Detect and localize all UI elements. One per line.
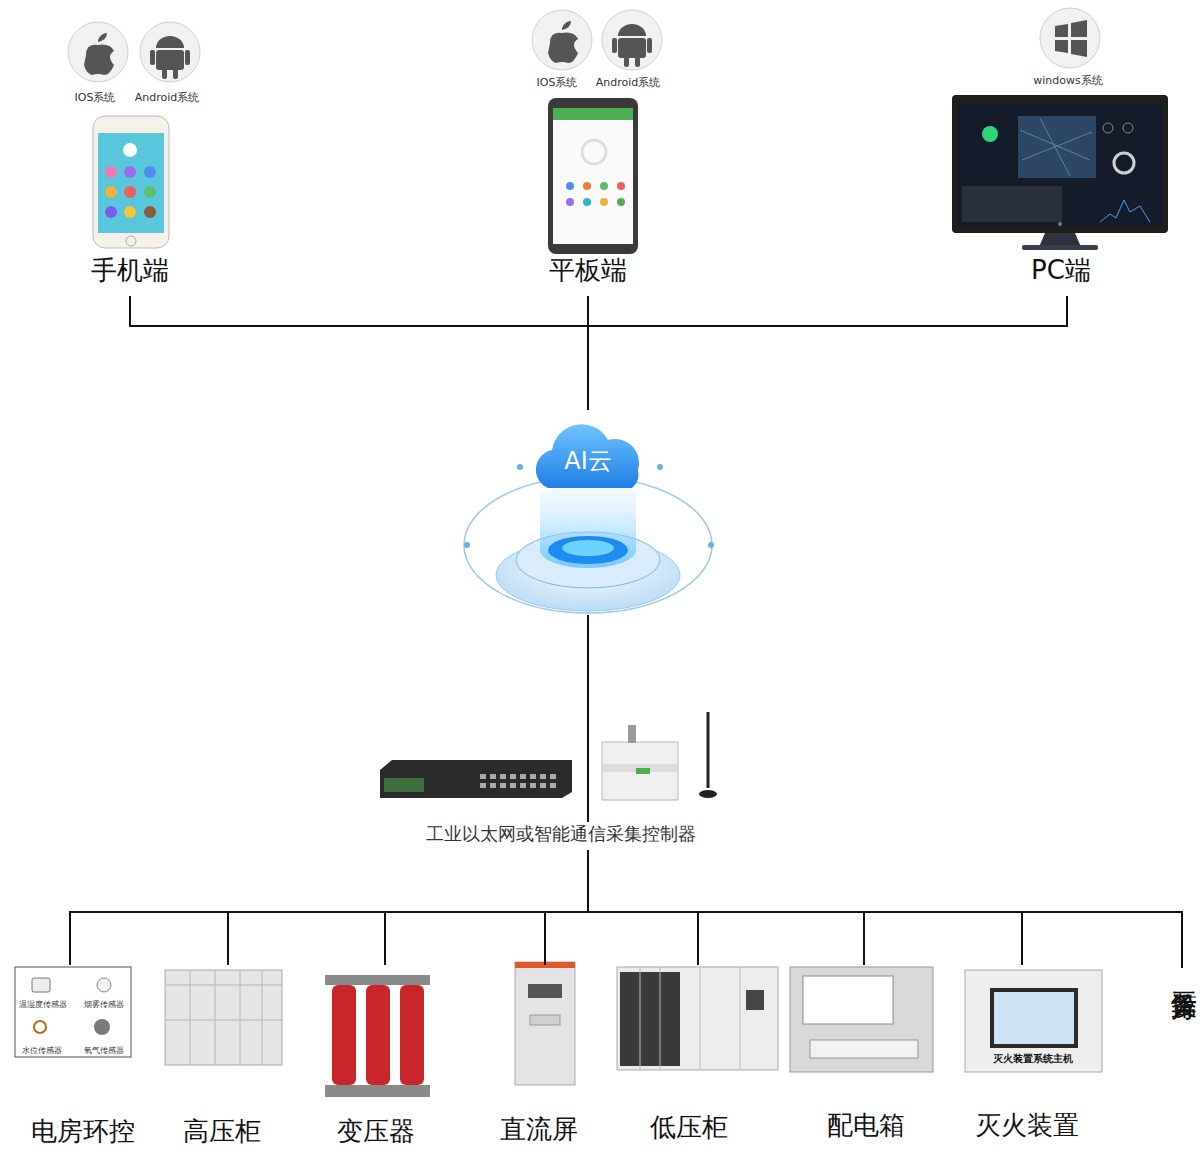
terminal-node: 手机端: [70, 110, 190, 296]
connector-line: [385, 850, 588, 965]
cloud-node: AI云: [462, 410, 714, 615]
connector-line: [588, 296, 1067, 410]
annotation-label: 氧气传感器: [84, 1045, 124, 1056]
connector-line: [588, 850, 864, 965]
equipment-node: 电房环控: [15, 965, 151, 1155]
os-icons: [68, 8, 1100, 82]
monitor-illustration: [952, 95, 1168, 250]
annotation-label: windows系统: [1033, 73, 1102, 88]
node-label: 变压器: [295, 1117, 457, 1147]
tablet-illustration: [548, 98, 638, 254]
gateway-node: 工业以太网或智能通信采集控制器: [378, 710, 744, 850]
connector-line: [545, 850, 588, 965]
equipment-node: 高压柜: [160, 965, 284, 1155]
annotation-label: Android系统: [135, 90, 200, 105]
annotation-label: 温湿度传感器: [19, 999, 67, 1010]
equipment-node: 第三方设备: [1166, 968, 1198, 1128]
connector-line: [70, 850, 588, 965]
connector-line: [587, 296, 589, 410]
equipment-node: 低压柜: [615, 965, 763, 1155]
gateway-illustration: [380, 710, 717, 822]
node-label: 平板端: [510, 256, 666, 286]
node-label: 高压柜: [140, 1117, 304, 1147]
node-label: PC端: [930, 256, 1192, 286]
node-label: 低压柜: [595, 1113, 783, 1143]
equipment-node: 配电箱: [792, 965, 940, 1155]
connector-line: [228, 850, 588, 965]
connector-line: [587, 615, 589, 710]
connector-line: [588, 850, 1022, 965]
node-label: 配电箱: [772, 1111, 960, 1141]
node-label: 直流屏: [460, 1115, 618, 1145]
phone-illustration: [93, 116, 169, 248]
terminal-node: PC端: [950, 95, 1172, 296]
connector-line: [130, 296, 588, 410]
annotation-label: 烟雾传感器: [84, 999, 124, 1010]
connector-line: [588, 850, 698, 965]
node-label: 手机端: [50, 256, 210, 286]
annotation-label: IOS系统: [75, 90, 116, 105]
node-label: 工业以太网或智能通信采集控制器: [358, 824, 764, 845]
terminal-node: 平板端: [530, 95, 646, 296]
connector-line: [588, 850, 1182, 968]
annotation-label: IOS系统: [537, 75, 578, 90]
node-label: 电房环控: [0, 1117, 171, 1147]
equipment-illustrations: [15, 962, 1102, 1097]
annotation-label: 水位传感器: [22, 1045, 62, 1056]
equipment-node: 直流屏: [480, 965, 598, 1155]
node-label: 灭火装置: [940, 1111, 1114, 1141]
equipment-node: 变压器: [315, 965, 437, 1155]
annotation-label: 灭火装置系统主机: [993, 1052, 1073, 1066]
annotation-label: Android系统: [596, 75, 661, 90]
node-label: AI云: [442, 448, 734, 476]
